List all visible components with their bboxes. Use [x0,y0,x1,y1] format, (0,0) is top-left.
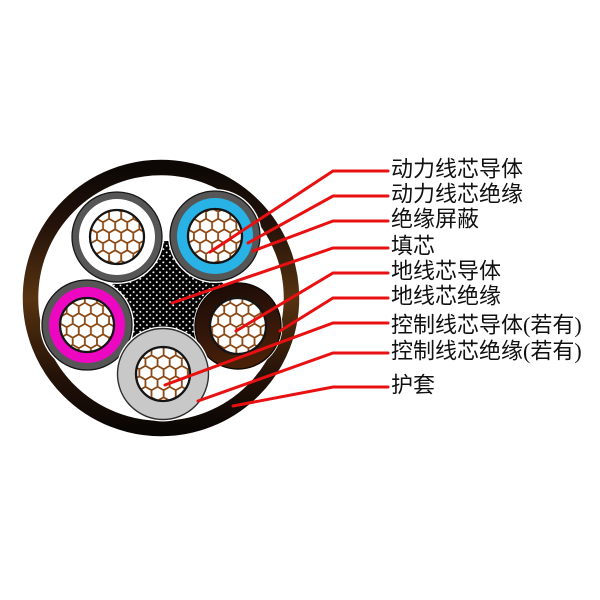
label-control-core-conductor: 控制线芯导体(若有) [391,313,582,338]
power-conductor [88,208,146,266]
label-ground-core-conductor: 地线芯导体 [391,259,501,284]
power-conductor [58,296,116,354]
leader-lines [163,169,390,408]
label-insulation-screen: 绝缘屏蔽 [391,207,479,232]
label-sheath: 护套 [391,373,435,398]
leader-line-ground-core-conductor [234,271,390,333]
leader-line-ground-core-insulation [278,296,390,333]
power-core-white [70,190,164,284]
label-filler: 填芯 [391,234,435,259]
leader-line-control-core-conductor [163,321,390,387]
control-conductor [134,345,192,403]
ground-conductor [208,296,268,356]
leader-line-sheath [231,385,390,408]
leader-labels: 动力线芯导体动力线芯绝缘绝缘屏蔽填芯地线芯导体地线芯绝缘控制线芯导体(若有)控制… [391,157,582,398]
label-power-core-conductor: 动力线芯导体 [391,157,523,182]
label-power-core-insulation: 动力线芯绝缘 [391,182,523,207]
leader-line-control-core-insulation [196,351,390,403]
leader-line-filler [170,246,390,305]
control-core [115,326,211,422]
leader-line-power-core-insulation [246,194,390,245]
power-conductor [186,207,244,265]
label-ground-core-insulation: 地线芯绝缘 [391,284,501,309]
label-control-core-insulation: 控制线芯绝缘(若有) [391,339,582,364]
leader-line-power-core-conductor [208,169,390,254]
leader-line-insulation-screen [251,219,390,253]
power-core-cyan [168,189,262,283]
power-core-magenta [40,278,134,372]
